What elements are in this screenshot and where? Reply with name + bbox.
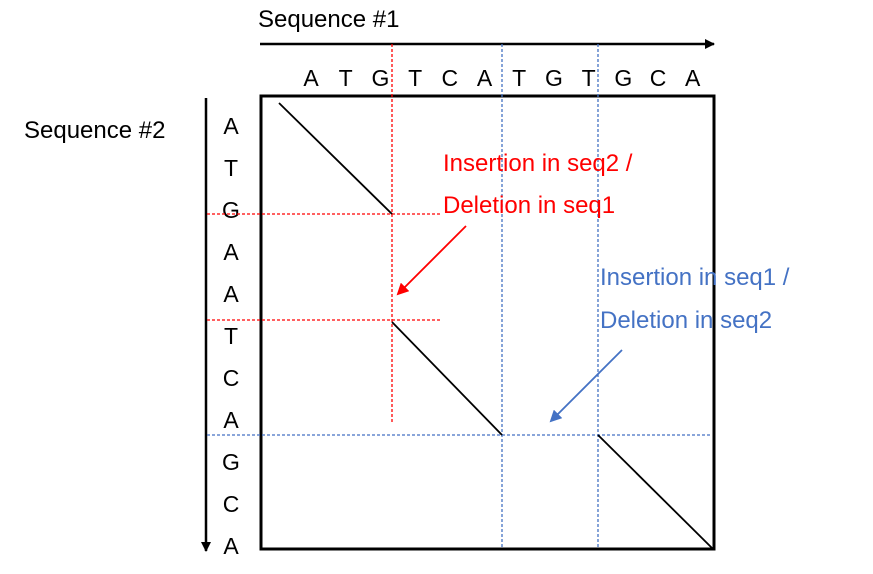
sequence2-title: Sequence #2	[24, 117, 165, 144]
sequence2-letter: C	[223, 491, 240, 517]
red-annotation-line2: Deletion in seq1	[443, 192, 615, 219]
alignment-diagonal-2	[391, 321, 503, 436]
alignment-diagonal-3	[597, 434, 713, 549]
sequence1-letter: T	[582, 65, 596, 91]
red-annotation-line1: Insertion in seq2 /	[443, 150, 633, 177]
sequence1-title: Sequence #1	[258, 6, 399, 33]
sequence2-letter: A	[223, 113, 239, 139]
sequence1-letter: C	[441, 65, 458, 91]
sequence2-letter: T	[224, 323, 238, 349]
sequence2-letter: A	[223, 407, 239, 433]
sequence2-letter: A	[223, 239, 239, 265]
red-annotation-arrow	[396, 225, 467, 296]
sequence1-letter: T	[512, 65, 526, 91]
sequence2-letter: G	[222, 449, 240, 475]
alignment-diagonal-1	[278, 102, 393, 215]
sequence2-letter: C	[223, 365, 240, 391]
sequence1-letter: G	[371, 65, 389, 91]
sequence1-letter: G	[545, 65, 563, 91]
sequence1-letter: A	[477, 65, 493, 91]
sequence1-letter: C	[650, 65, 667, 91]
sequence1-letter: A	[685, 65, 701, 91]
sequence2-letter: A	[223, 533, 239, 559]
blue-annotation-arrow	[549, 349, 623, 423]
sequence2-letter: T	[224, 155, 238, 181]
blue-annotation-line2: Deletion in seq2	[600, 307, 772, 334]
sequence1-letter: G	[614, 65, 632, 91]
sequence1-letter: A	[303, 65, 319, 91]
sequence1-letter: T	[339, 65, 353, 91]
dot-plot-matrix	[259, 94, 716, 551]
blue-annotation-line1: Insertion in seq1 /	[600, 264, 790, 291]
sequence1-letter: T	[408, 65, 422, 91]
sequence2-letter: G	[222, 197, 240, 223]
sequence2-letter: A	[223, 281, 239, 307]
